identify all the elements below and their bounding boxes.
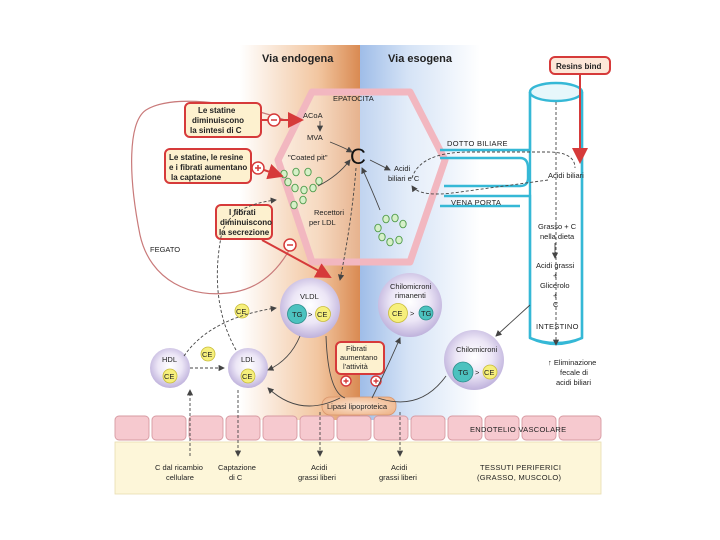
portal-vein-label: VENA PORTA	[451, 198, 501, 207]
uptake-text-2: e i fibrati aumentano	[169, 163, 247, 172]
remnant-receptors	[374, 213, 407, 247]
cell-turnover-1: C dal ricambio	[155, 463, 203, 472]
excretion-line1: ↑ Eliminazione	[548, 358, 596, 367]
hepatocyte	[274, 88, 449, 266]
endothelium-label: ENDOTELIO VASCOLARE	[470, 425, 566, 434]
ffa-2-line2: grassi liberi	[379, 473, 417, 482]
fibrates-secretion-text-3: la secrezione	[219, 228, 270, 237]
chylomicron-particle	[444, 330, 504, 390]
fibrates-secretion-text-1: I fibrati	[229, 208, 256, 217]
bile-acids-liver-2: biliari e C	[388, 174, 420, 183]
remnant-tg-label: TG	[421, 309, 432, 318]
uptake-text-1: Le statine, le resine	[169, 153, 244, 162]
chylo-ce-label: CE	[484, 368, 494, 377]
remnant-label-2: rimanenti	[395, 291, 426, 300]
uptake-text-3: la captazione	[171, 173, 222, 182]
peripheral-tissue-label-1: TESSUTI PERIFERICI	[480, 463, 561, 472]
liver-label: FEGATO	[150, 245, 180, 254]
ffa-1-line2: grassi liberi	[298, 473, 336, 482]
bile-duct-label: DOTTO BILIARE	[447, 139, 508, 148]
resins-box	[549, 56, 611, 75]
fibrates-secretion-text-2: diminuiscono	[220, 218, 272, 227]
ffa-1-line1: Acidi	[311, 463, 328, 472]
acoa-label: ACoA	[303, 111, 323, 120]
intestine-top	[528, 81, 584, 103]
vascular-endothelium	[114, 415, 602, 441]
plus-sign-1: +	[553, 271, 558, 280]
ce-marker-1-label: CE	[236, 307, 246, 316]
ldl-ce	[240, 368, 256, 384]
coated-pit-label: "Coated pit"	[288, 153, 328, 162]
chylo-gt: >	[475, 368, 480, 377]
fatty-acids-label: Acidi grassi	[536, 261, 575, 270]
vldl-label: VLDL	[300, 292, 319, 301]
diet-fat-label-2: nella dieta	[540, 232, 575, 241]
remnant-label-1: Chilomicroni	[390, 282, 432, 291]
vldl-ce-label: CE	[317, 310, 327, 319]
lpl-label: Lipasi lipoproteica	[327, 402, 388, 411]
remnant-tg	[418, 305, 434, 321]
peripheral-tissue-label-2: (GRASSO, MUSCOLO)	[477, 473, 561, 482]
ldl-ce-label: CE	[242, 372, 252, 381]
diet-fat-label: Grasso + C	[538, 222, 577, 231]
ffa-2-line1: Acidi	[391, 463, 408, 472]
intestine-label: INTESTINO	[536, 322, 579, 331]
vldl-tg-label: TG	[292, 310, 303, 319]
hdl-ce-label: CE	[164, 372, 174, 381]
ce-marker-2-label: CE	[202, 350, 212, 359]
liver-outline	[131, 100, 293, 295]
statins-synthesis-text-1: Le statine	[198, 106, 236, 115]
ldl-label: LDL	[241, 355, 255, 364]
cholesterol-c: C	[350, 144, 366, 169]
ldl-particle	[228, 348, 268, 388]
endogenous-header: Via endogena	[262, 53, 334, 65]
plus-sign-2: +	[553, 291, 558, 300]
ldl-receptors-label: Recettori	[314, 208, 344, 217]
hepatocyte-label: EPATOCITA	[333, 94, 374, 103]
intestine-content: Grasso + C nella dieta Acidi grassi + Gl…	[536, 222, 579, 331]
bile-acids-intestine: Acidi biliari	[548, 171, 584, 180]
vldl-ce	[315, 306, 331, 322]
chylomicron-label: Chilomicroni	[456, 345, 498, 354]
fibrates-secretion-box	[215, 204, 273, 240]
statins-synthesis-text-2: diminuiscono	[192, 116, 244, 125]
c-uptake-2: di C	[229, 473, 243, 482]
mva-label: MVA	[307, 133, 323, 142]
vldl-tg	[287, 304, 307, 324]
exogenous-header: Via esogena	[388, 53, 453, 65]
peripheral-tissue	[114, 441, 602, 495]
glycerol-label: Glicerolo	[540, 281, 570, 290]
hdl-particle	[150, 348, 190, 388]
statins-synthesis-box	[184, 102, 262, 138]
chylo-tg-label: TG	[458, 368, 469, 377]
excretion-line2: fecale di	[560, 368, 588, 377]
ce-marker-2	[200, 346, 216, 362]
chylo-ce	[482, 364, 498, 380]
c-uptake-1: Captazione	[218, 463, 256, 472]
fibrates-activity-text-2: aumentano	[340, 353, 378, 362]
fibrates-activity-box	[335, 341, 385, 375]
vldl-particle	[280, 278, 340, 338]
remnant-ce	[388, 303, 408, 323]
fibrates-activity-text-3: l'attività	[343, 362, 369, 371]
remnant-gt: >	[410, 309, 415, 318]
ldl-receptors-label-2: per LDL	[309, 218, 336, 227]
excretion-line3: acidi biliari	[556, 378, 591, 387]
cell-turnover-2: cellulare	[166, 473, 194, 482]
vldl-gt: >	[308, 310, 313, 319]
hdl-label: HDL	[162, 355, 177, 364]
hdl-ce	[162, 368, 178, 384]
bile-acids-liver: Acidi	[394, 164, 411, 173]
statins-synthesis-text-3: la sintesi di C	[190, 126, 242, 135]
resins-text: Resins bind	[556, 62, 601, 71]
fibrates-activity-text-1: Fibrati	[346, 344, 367, 353]
chylo-tg	[452, 361, 474, 383]
lipoprotein-lipase	[321, 396, 397, 416]
uptake-box	[164, 148, 252, 184]
remnant-ce-label: CE	[392, 309, 402, 318]
